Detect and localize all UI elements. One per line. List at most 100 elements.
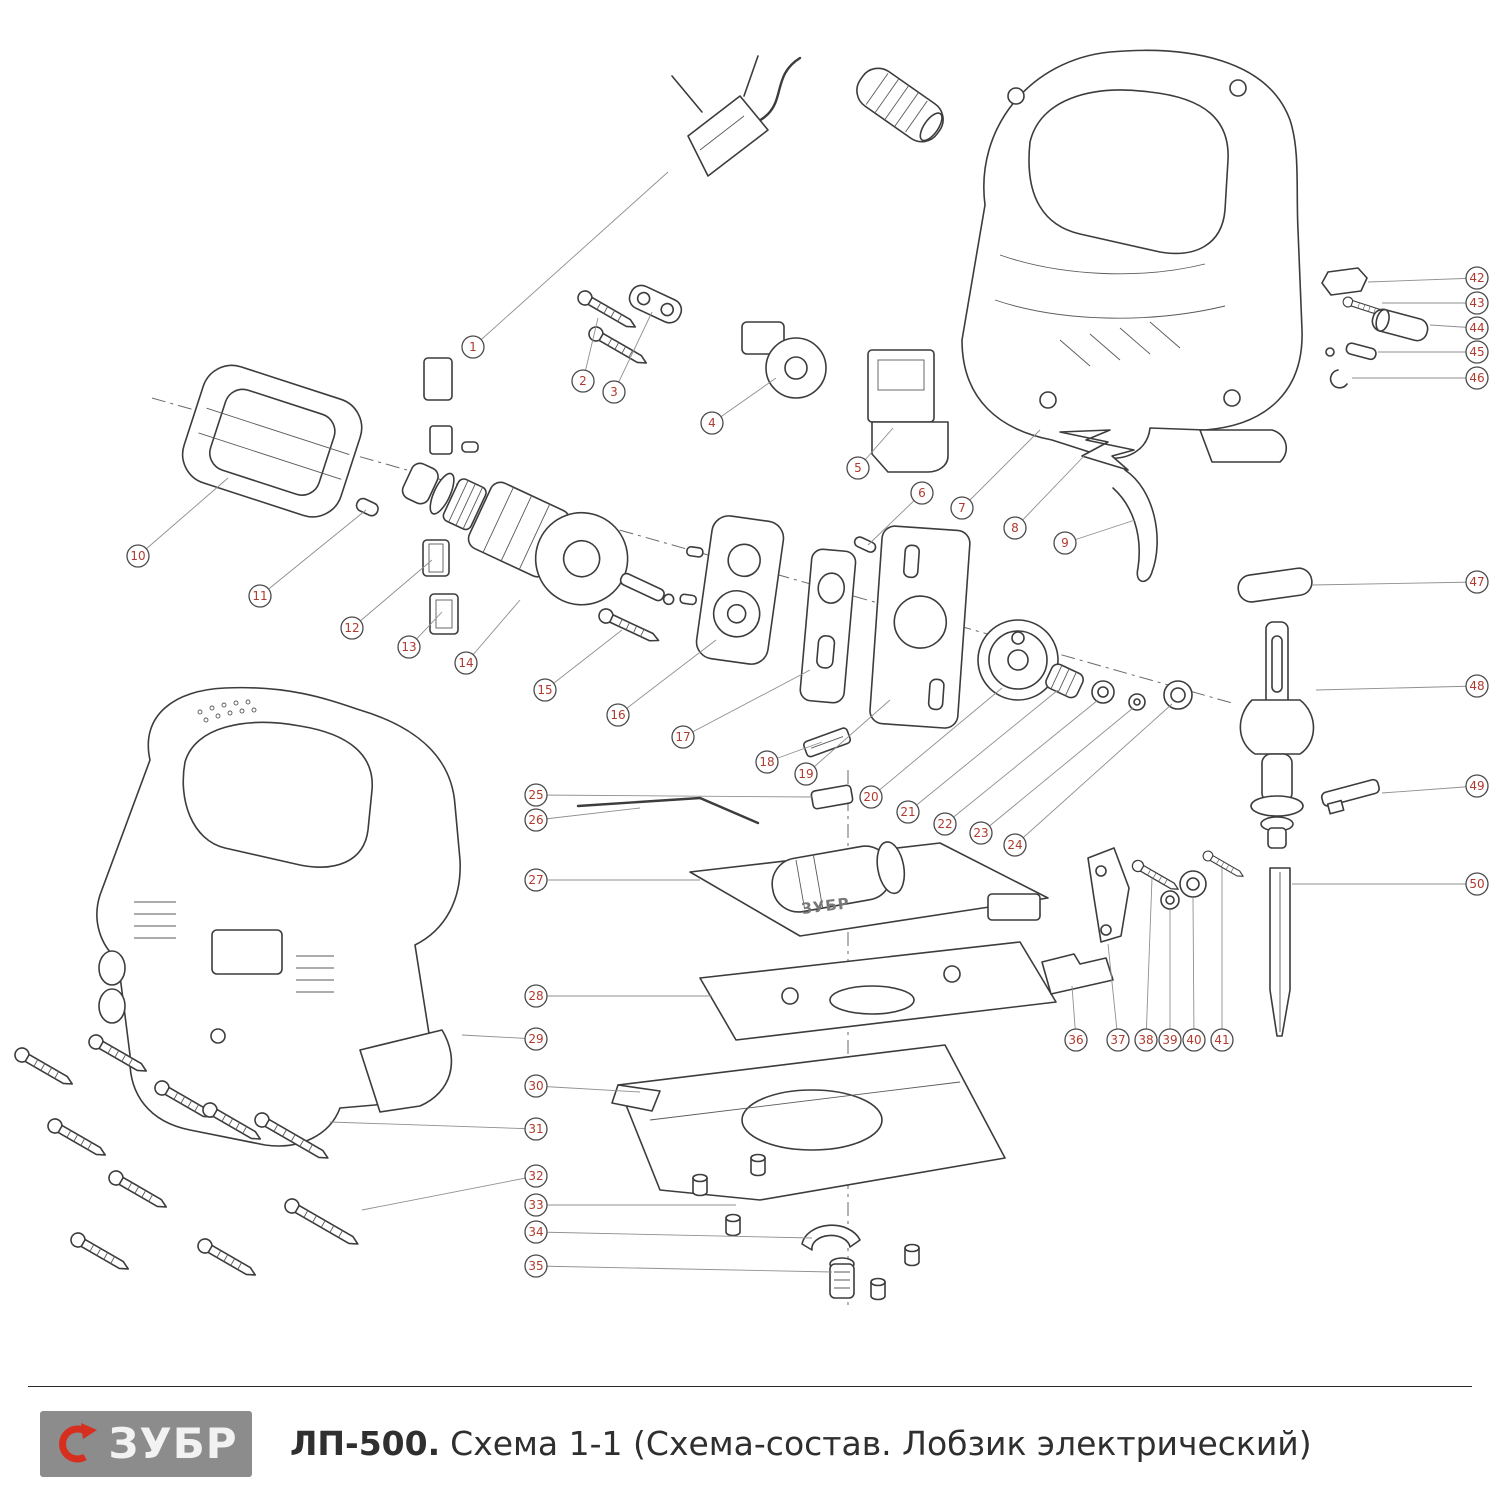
svg-text:28: 28	[528, 989, 543, 1003]
leader-line-26	[535, 807, 641, 821]
svg-text:15: 15	[537, 683, 552, 697]
svg-text:45: 45	[1469, 345, 1484, 359]
callout-7: 7	[950, 496, 974, 520]
svg-text:33: 33	[528, 1198, 543, 1212]
leader-line-16	[617, 639, 717, 716]
callout-23: 23	[969, 821, 993, 845]
svg-text:13: 13	[401, 640, 416, 654]
leader-line-4	[711, 377, 777, 424]
leader-line-38	[1145, 877, 1153, 1041]
callout-2: 2	[571, 369, 595, 393]
zubr-logo: ЗУБР	[40, 1410, 252, 1477]
leader-line-14	[465, 599, 521, 664]
callout-4: 4	[700, 411, 724, 435]
callout-22: 22	[933, 812, 957, 836]
svg-text:14: 14	[458, 656, 473, 670]
leader-line-20	[870, 687, 1003, 798]
callout-26: 26	[524, 808, 548, 832]
leader-line-9	[1064, 519, 1136, 544]
svg-text:2: 2	[579, 374, 587, 388]
callout-3: 3	[602, 380, 626, 404]
leader-line-30	[535, 1085, 641, 1093]
leader-line-19	[805, 699, 891, 775]
armature	[401, 462, 675, 606]
housing-right-half	[961, 49, 1303, 463]
housing-left-half	[96, 686, 461, 1147]
leader-line-6	[867, 492, 923, 546]
svg-text:42: 42	[1469, 271, 1484, 285]
embossed-brand: ЗУБР	[800, 894, 850, 918]
svg-text:36: 36	[1068, 1033, 1083, 1047]
svg-text:7: 7	[958, 501, 966, 515]
leader-line-32	[361, 1175, 537, 1211]
switch	[867, 349, 949, 473]
svg-text:17: 17	[675, 730, 690, 744]
callout-38: 38	[1134, 1028, 1158, 1052]
callout-11: 11	[248, 584, 272, 608]
callout-8: 8	[1003, 516, 1027, 540]
gear-set	[977, 619, 1193, 711]
svg-text:16: 16	[610, 708, 625, 722]
plunger-assembly	[1237, 567, 1380, 1037]
svg-text:29: 29	[528, 1032, 543, 1046]
callout-20: 20	[859, 785, 883, 809]
svg-text:25: 25	[528, 788, 543, 802]
leader-line-24	[1014, 703, 1173, 846]
small-parts-42-46	[1321, 267, 1429, 389]
callout-21: 21	[896, 800, 920, 824]
callout-44: 44	[1465, 316, 1489, 340]
svg-text:46: 46	[1469, 371, 1484, 385]
svg-text:32: 32	[528, 1169, 543, 1183]
callout-31: 31	[524, 1117, 548, 1141]
leader-line-10	[137, 477, 229, 557]
leader-line-1	[472, 171, 669, 348]
leader-line-37	[1107, 943, 1119, 1041]
svg-text:19: 19	[798, 767, 813, 781]
callout-48: 48	[1465, 674, 1489, 698]
callout-27: 27	[524, 868, 548, 892]
svg-text:9: 9	[1061, 536, 1069, 550]
leader-line-22	[944, 699, 1099, 825]
svg-text:44: 44	[1469, 321, 1484, 335]
base-fasteners	[692, 1153, 920, 1301]
callout-5: 5	[846, 456, 870, 480]
svg-text:20: 20	[863, 790, 878, 804]
svg-text:30: 30	[528, 1079, 543, 1093]
leader-line-35	[535, 1265, 833, 1273]
callout-1: 1	[461, 335, 485, 359]
svg-text:43: 43	[1469, 296, 1484, 310]
callout-9: 9	[1053, 531, 1077, 555]
leader-line-7	[961, 429, 1041, 509]
callout-6: 6	[910, 481, 934, 505]
callout-34: 34	[524, 1220, 548, 1244]
pin-11	[355, 497, 379, 517]
power-cord-plug	[671, 55, 802, 177]
footer: ЗУБР ЛП-500.Схема 1-1 (Схема-состав. Лоб…	[28, 1386, 1472, 1500]
svg-text:24: 24	[1007, 838, 1022, 852]
callout-30: 30	[524, 1074, 548, 1098]
slider-plate	[799, 548, 857, 704]
callout-16: 16	[606, 703, 630, 727]
svg-text:38: 38	[1138, 1033, 1153, 1047]
callout-36: 36	[1064, 1028, 1088, 1052]
callout-13: 13	[397, 635, 421, 659]
base-shoe	[611, 1044, 1006, 1201]
callout-49: 49	[1465, 774, 1489, 798]
callout-10: 10	[126, 544, 150, 568]
callout-19: 19	[794, 762, 818, 786]
callout-42: 42	[1465, 266, 1489, 290]
zubr-emblem-icon	[59, 1422, 98, 1462]
leader-line-47	[1311, 581, 1478, 586]
svg-text:10: 10	[130, 549, 145, 563]
exploded-parts-artwork: ЗУБР	[11, 49, 1429, 1310]
counter-plate	[869, 525, 971, 729]
svg-text:41: 41	[1214, 1033, 1229, 1047]
svg-text:11: 11	[252, 589, 267, 603]
callout-45: 45	[1465, 340, 1489, 364]
leader-line-17	[682, 669, 811, 738]
exploded-diagram: ЗУБР	[11, 49, 1489, 1310]
leader-line-11	[259, 509, 367, 597]
callout-46: 46	[1465, 366, 1489, 390]
callout-47: 47	[1465, 570, 1489, 594]
leader-line-8	[1014, 454, 1086, 529]
